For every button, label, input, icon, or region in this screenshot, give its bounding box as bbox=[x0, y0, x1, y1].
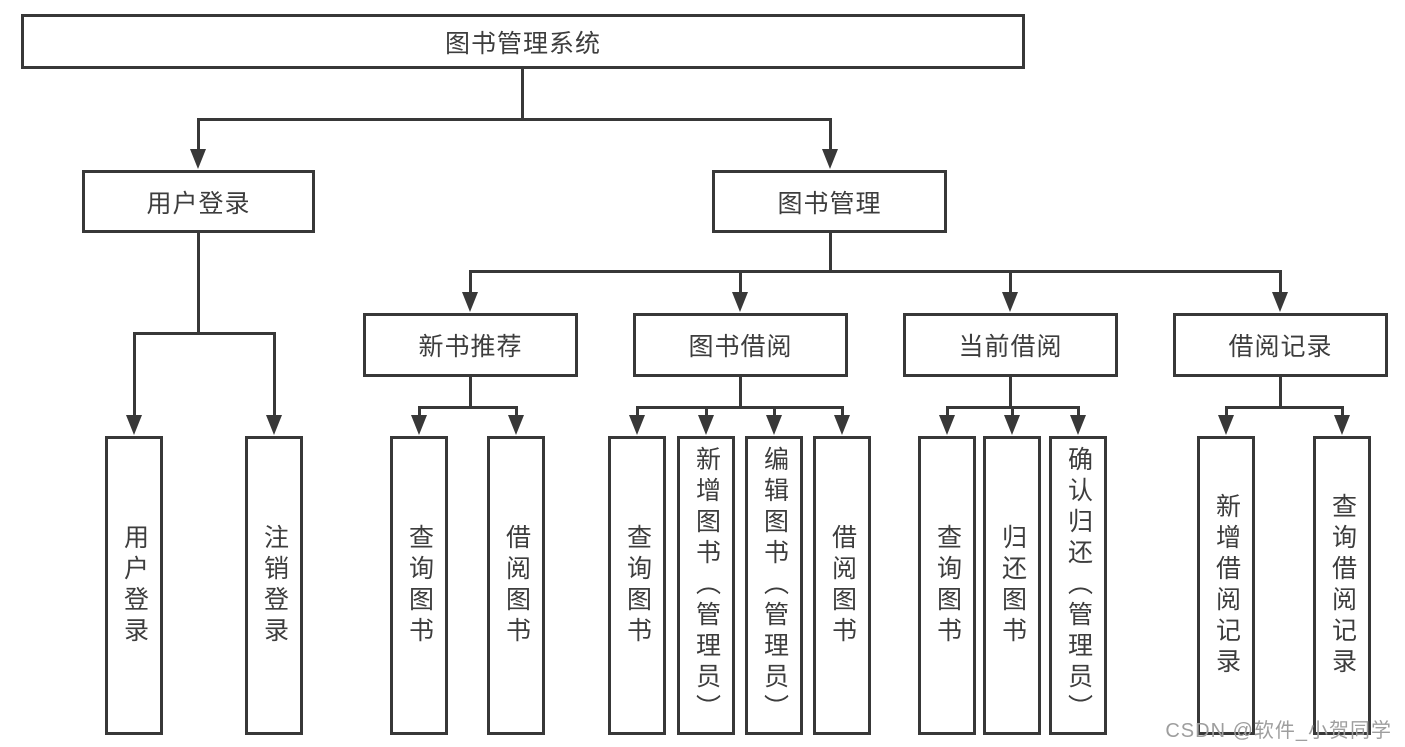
connector-bor-drop-4 bbox=[841, 406, 844, 418]
connector-cur-stem bbox=[1009, 377, 1012, 408]
node-leaf-bor-query-book-label: 查询图书 bbox=[623, 523, 652, 648]
node-leaf-user-login-label: 用户登录 bbox=[120, 523, 149, 648]
node-leaf-bor-borrow-book: 借阅图书 bbox=[813, 436, 871, 735]
connector-cur-drop-1 bbox=[946, 406, 949, 418]
connector-root-drop-left bbox=[197, 118, 200, 151]
node-new-book-rec: 新书推荐 bbox=[363, 313, 578, 377]
arrow-to-his-add-record bbox=[1218, 415, 1234, 435]
node-leaf-bor-edit-book-label: 编辑图书（管理员） bbox=[760, 446, 789, 725]
arrow-to-current-borrow bbox=[1002, 292, 1018, 312]
arrow-to-bor-borrow-book bbox=[834, 415, 850, 435]
node-leaf-bor-add-book: 新增图书（管理员） bbox=[677, 436, 735, 735]
arrow-to-cur-query-book bbox=[939, 415, 955, 435]
node-leaf-his-query-record-label: 查询借阅记录 bbox=[1328, 492, 1357, 679]
connector-bookmgmt-drop-1 bbox=[469, 270, 472, 293]
node-borrow-history: 借阅记录 bbox=[1173, 313, 1388, 377]
node-leaf-rec-query-book-label: 查询图书 bbox=[405, 523, 434, 648]
connector-userlogin-stem bbox=[197, 233, 200, 334]
node-leaf-user-login: 用户登录 bbox=[105, 436, 163, 735]
connector-bookmgmt-drop-4 bbox=[1279, 270, 1282, 293]
node-book-mgmt: 图书管理 bbox=[712, 170, 947, 233]
node-leaf-bor-edit-book: 编辑图书（管理员） bbox=[745, 436, 803, 735]
node-leaf-rec-borrow-book: 借阅图书 bbox=[487, 436, 545, 735]
node-leaf-bor-query-book: 查询图书 bbox=[608, 436, 666, 735]
connector-his-drop-1 bbox=[1225, 406, 1228, 418]
csdn-watermark: CSDN @软件_小贺同学 bbox=[1165, 720, 1392, 742]
node-leaf-bor-borrow-book-label: 借阅图书 bbox=[828, 523, 857, 648]
connector-root-stem bbox=[521, 69, 524, 120]
node-leaf-cur-query-book-label: 查询图书 bbox=[933, 523, 962, 648]
connector-root-drop-right bbox=[829, 118, 832, 151]
connector-bookmgmt-drop-3 bbox=[1009, 270, 1012, 293]
node-leaf-his-add-record: 新增借阅记录 bbox=[1197, 436, 1255, 735]
node-leaf-rec-borrow-book-label: 借阅图书 bbox=[502, 523, 531, 648]
arrow-to-his-query-record bbox=[1334, 415, 1350, 435]
node-leaf-cur-confirm-return: 确认归还（管理员） bbox=[1049, 436, 1107, 735]
node-root: 图书管理系统 bbox=[21, 14, 1025, 69]
connector-root-branch bbox=[197, 118, 832, 121]
node-leaf-his-query-record: 查询借阅记录 bbox=[1313, 436, 1371, 735]
connector-bor-drop-1 bbox=[636, 406, 639, 418]
node-user-login: 用户登录 bbox=[82, 170, 315, 233]
connector-his-stem bbox=[1279, 377, 1282, 408]
node-leaf-cur-confirm-return-label: 确认归还（管理员） bbox=[1064, 446, 1093, 725]
node-current-borrow-label: 当前借阅 bbox=[958, 333, 1063, 361]
node-borrow-history-label: 借阅记录 bbox=[1228, 333, 1333, 361]
node-book-borrow: 图书借阅 bbox=[633, 313, 848, 377]
node-leaf-rec-query-book: 查询图书 bbox=[390, 436, 448, 735]
node-current-borrow: 当前借阅 bbox=[903, 313, 1118, 377]
connector-cur-drop-2 bbox=[1011, 406, 1014, 418]
node-leaf-his-add-record-label: 新增借阅记录 bbox=[1212, 492, 1241, 679]
arrow-to-book-mgmt bbox=[822, 149, 838, 169]
connector-bor-drop-3 bbox=[773, 406, 776, 418]
arrow-to-borrow-history bbox=[1272, 292, 1288, 312]
arrow-to-rec-borrow-book bbox=[508, 415, 524, 435]
connector-rec-drop-1 bbox=[418, 406, 421, 418]
arrow-to-book-borrow bbox=[732, 292, 748, 312]
arrow-to-cur-return-book bbox=[1004, 415, 1020, 435]
connector-userlogin-drop-2 bbox=[273, 332, 276, 417]
node-leaf-logout: 注销登录 bbox=[245, 436, 303, 735]
node-book-borrow-label: 图书借阅 bbox=[688, 333, 793, 361]
connector-cur-drop-3 bbox=[1077, 406, 1080, 418]
connector-rec-drop-2 bbox=[515, 406, 518, 418]
arrow-to-leaf-logout bbox=[266, 415, 282, 435]
arrow-to-user-login bbox=[190, 149, 206, 169]
connector-bor-branch bbox=[636, 406, 844, 409]
arrow-to-rec-query-book bbox=[411, 415, 427, 435]
node-leaf-cur-query-book: 查询图书 bbox=[918, 436, 976, 735]
node-leaf-cur-return-book-label: 归还图书 bbox=[998, 523, 1027, 648]
arrow-to-bor-edit-book bbox=[766, 415, 782, 435]
connector-bookmgmt-stem bbox=[829, 233, 832, 272]
connector-his-drop-2 bbox=[1341, 406, 1344, 418]
connector-rec-stem bbox=[469, 377, 472, 408]
node-leaf-bor-add-book-label: 新增图书（管理员） bbox=[692, 446, 721, 725]
arrow-to-bor-query-book bbox=[629, 415, 645, 435]
node-book-mgmt-label: 图书管理 bbox=[777, 189, 882, 218]
node-leaf-cur-return-book: 归还图书 bbox=[983, 436, 1041, 735]
arrow-to-leaf-user-login bbox=[126, 415, 142, 435]
connector-userlogin-drop-1 bbox=[133, 332, 136, 417]
connector-bor-drop-2 bbox=[705, 406, 708, 418]
connector-bookmgmt-branch bbox=[469, 270, 1282, 273]
connector-rec-branch bbox=[418, 406, 518, 409]
arrow-to-bor-add-book bbox=[698, 415, 714, 435]
connector-bor-stem bbox=[739, 377, 742, 408]
connector-his-branch bbox=[1225, 406, 1344, 409]
node-leaf-logout-label: 注销登录 bbox=[260, 523, 289, 648]
node-new-book-rec-label: 新书推荐 bbox=[418, 333, 523, 361]
arrow-to-cur-confirm-return bbox=[1070, 415, 1086, 435]
node-root-label: 图书管理系统 bbox=[444, 29, 601, 58]
connector-userlogin-branch bbox=[133, 332, 276, 335]
node-user-login-label: 用户登录 bbox=[146, 189, 251, 218]
arrow-to-new-book-rec bbox=[462, 292, 478, 312]
connector-bookmgmt-drop-2 bbox=[739, 270, 742, 293]
